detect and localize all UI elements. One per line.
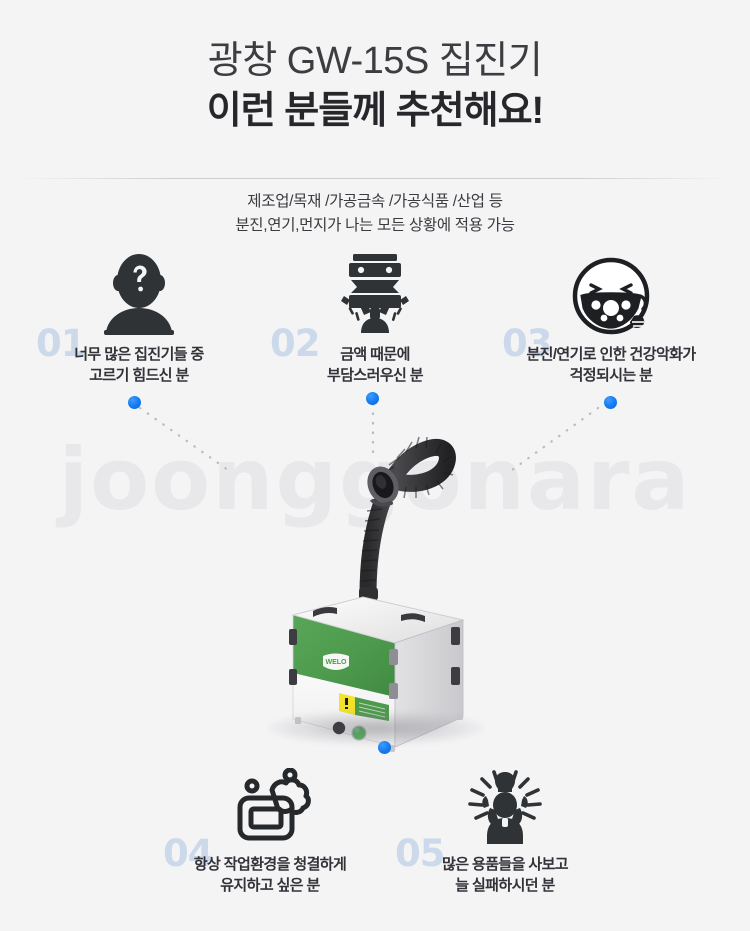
frustrated-person-icon xyxy=(468,770,542,844)
feature-item-03: 03 xyxy=(496,250,726,386)
feature-05-caption-line-2: 늘 실패하시던 분 xyxy=(455,877,555,894)
feature-item-05: 05 xyxy=(395,760,615,896)
feature-item-04: 04 항상 작업환경을 청결하게 유지하고 싶은 분 xyxy=(155,760,385,896)
connector-dot-01 xyxy=(128,396,141,409)
page-title-primary: 광창 GW-15S 집진기 xyxy=(207,40,543,82)
page-subtitle: 제조업/목재 /가공금속 /가공식품 /산업 등 분진,연기,먼지가 나는 모든… xyxy=(0,190,750,238)
feature-04-icon-wrap: 04 xyxy=(155,760,385,872)
product-logo-badge: WELO xyxy=(323,653,349,670)
feature-04-caption-line-1: 항상 작업환경을 청결하게 xyxy=(193,856,347,873)
product-logo-text: WELO xyxy=(326,659,348,666)
connector-dot-04 xyxy=(378,741,391,754)
feature-03-caption-line-1: 분진/연기로 인한 건강악화가 xyxy=(526,346,696,363)
extraction-nozzle xyxy=(367,466,399,507)
feature-04-number: 04 xyxy=(163,832,213,875)
feature-05-caption-line-1: 많은 용품들을 사보고 xyxy=(442,856,569,873)
feature-01-caption-line-1: 너무 많은 집진기들 중 xyxy=(74,346,204,363)
connector-line-03 xyxy=(510,406,600,472)
cabinet-handles xyxy=(313,607,425,622)
warning-label xyxy=(339,693,389,721)
feature-02-caption: 금액 때문에 부담스러우신 분 xyxy=(260,344,490,386)
feature-02-number: 02 xyxy=(270,322,320,365)
page-header: 광창 GW-15S 집진기 이런 분들께 추천해요! xyxy=(0,38,750,135)
product-illustration: WELO xyxy=(289,436,465,752)
feature-01-caption-line-2: 고르기 힘드신 분 xyxy=(89,367,189,384)
feature-01-icon-wrap: 01 xyxy=(24,250,254,362)
feature-03-caption: 분진/연기로 인한 건강악화가 걱정되시는 분 xyxy=(496,344,726,386)
subtitle-line-2: 분진,연기,먼지가 나는 모든 상황에 적용 가능 xyxy=(235,217,515,235)
connector-line-01 xyxy=(138,406,230,472)
subtitle-line-1: 제조업/목재 /가공금속 /가공식품 /산업 등 xyxy=(247,193,503,210)
feature-02-caption-line-2: 부담스러우신 분 xyxy=(327,367,424,384)
face-with-dirty-mask-icon xyxy=(572,257,650,335)
feature-item-01: 01 너무 많은 집진기들 중 고르기 힘드신 분 xyxy=(24,250,254,386)
flexible-extraction-arm xyxy=(359,436,456,604)
connector-dot-03 xyxy=(604,396,617,409)
header-divider xyxy=(18,178,732,179)
cabinet-feet xyxy=(295,713,463,752)
feature-05-icon-wrap: 05 xyxy=(395,760,615,872)
feature-02-caption-line-1: 금액 때문에 xyxy=(340,346,410,363)
feature-04-caption-line-2: 유지하고 싶은 분 xyxy=(220,877,320,894)
feature-02-icon-wrap: 02 xyxy=(260,250,490,362)
cabinet-latches xyxy=(289,627,460,699)
person-carrying-heavy-load-icon xyxy=(341,254,409,333)
feature-04-caption: 항상 작업환경을 청결하게 유지하고 싶은 분 xyxy=(155,854,385,896)
product-shadow xyxy=(267,711,485,745)
feature-05-caption: 많은 용품들을 사보고 늘 실패하시던 분 xyxy=(395,854,615,896)
feature-01-number: 01 xyxy=(36,322,86,365)
feature-05-number: 05 xyxy=(395,832,445,875)
person-question-silhouette-icon xyxy=(104,254,174,335)
control-buttons xyxy=(332,721,367,741)
feature-03-number: 03 xyxy=(502,322,552,365)
feature-03-icon-wrap: 03 xyxy=(496,250,726,362)
connector-dot-02 xyxy=(366,392,379,405)
feature-03-caption-line-2: 걱정되시는 분 xyxy=(569,367,653,384)
power-off-button xyxy=(332,721,346,735)
cleaning-sponge-bubbles-icon xyxy=(237,768,311,841)
feature-item-02: 02 xyxy=(260,250,490,386)
feature-01-caption: 너무 많은 집진기들 중 고르기 힘드신 분 xyxy=(24,344,254,386)
product-image-dust-collector: WELO xyxy=(255,415,505,755)
page-title-secondary: 이런 분들께 추천해요! xyxy=(206,89,544,132)
